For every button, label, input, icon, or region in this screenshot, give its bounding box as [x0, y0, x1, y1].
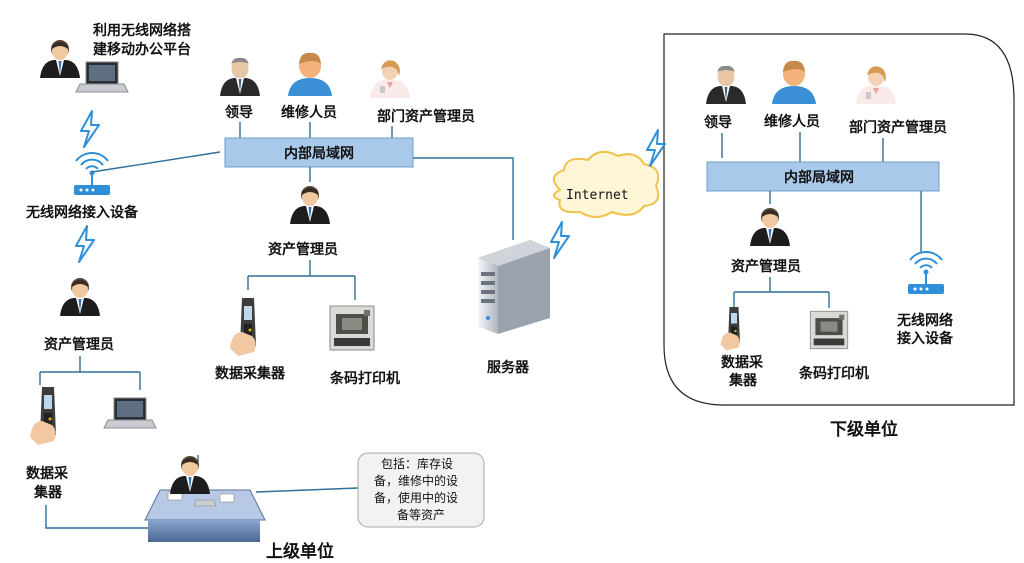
lower-barcode-printer-icon	[809, 310, 849, 350]
note-line-3: 备，使用中的设	[374, 490, 458, 505]
server-label: 服务器	[487, 359, 530, 376]
lower-wireless-label-1: 无线网络	[896, 312, 953, 329]
maintenance-staff-icon	[288, 52, 332, 96]
lower-lan-bar	[706, 161, 940, 192]
internet-label: Internet	[566, 188, 629, 203]
laptop-icon	[103, 397, 157, 429]
dept-asset-manager-icon	[370, 60, 410, 98]
lower-collector-label-1: 数据采	[721, 354, 764, 371]
lower-wireless-label-2: 接入设备	[897, 330, 954, 347]
center-asset-manager-icon	[290, 186, 330, 224]
lightning-icon	[80, 110, 100, 148]
server-icon	[478, 240, 550, 334]
lower-leader-label: 领导	[704, 114, 732, 131]
laptop-icon	[75, 61, 129, 93]
desk-manager-icon	[170, 456, 210, 494]
note-line-4: 备等资产	[397, 508, 445, 522]
lightning-icon	[550, 221, 570, 259]
barcode-printer-label: 条码打印机	[329, 370, 400, 387]
handheld-scanner-icon	[30, 387, 56, 445]
lower-maintenance-label: 维修人员	[764, 113, 820, 130]
asset-manager-icon	[60, 278, 100, 316]
assets-note-box	[357, 452, 485, 528]
collector-label-2: 集器	[33, 484, 63, 501]
center-asset-manager-label: 资产管理员	[268, 241, 338, 258]
wireless-device-label: 无线网络接入设备	[25, 204, 139, 221]
lower-unit-label: 下级单位	[830, 419, 898, 440]
router-icon	[73, 152, 111, 196]
lan-label: 内部局域网	[284, 145, 354, 162]
internet-cloud-icon	[553, 150, 660, 218]
dept-asset-manager-label: 部门资产管理员	[377, 108, 475, 125]
mobile-platform-label-1: 利用无线网络搭	[93, 22, 192, 39]
lower-collector-label-2: 集器	[728, 372, 758, 389]
lower-asset-manager-label: 资产管理员	[731, 258, 801, 275]
lower-lan-label: 内部局域网	[784, 169, 854, 186]
office-desk-icon	[144, 489, 266, 542]
note-line-1: 包括：库存设	[381, 456, 453, 471]
lower-barcode-printer-label: 条码打印机	[798, 365, 869, 382]
barcode-printer-icon	[329, 305, 375, 351]
collector-label-1: 数据采	[26, 465, 69, 482]
mobile-platform-label-2: 建移动办公平台	[93, 41, 191, 58]
leader-label: 领导	[225, 104, 253, 121]
lightning-icon	[646, 129, 666, 167]
note-line-2: 备，维修中的设	[374, 473, 458, 488]
upper-unit-label: 上级单位	[266, 541, 334, 562]
lightning-icon	[75, 225, 95, 263]
mobile-manager-icon	[40, 40, 80, 78]
lower-unit-frame	[663, 33, 1015, 406]
lan-bar	[224, 137, 414, 168]
leader-icon	[220, 57, 260, 96]
data-collector-label: 数据采集器	[215, 365, 286, 382]
handheld-scanner-icon	[230, 298, 256, 356]
asset-manager-label: 资产管理员	[44, 336, 114, 353]
lower-dept-asset-manager-label: 部门资产管理员	[849, 119, 947, 136]
maintenance-label: 维修人员	[281, 104, 337, 121]
